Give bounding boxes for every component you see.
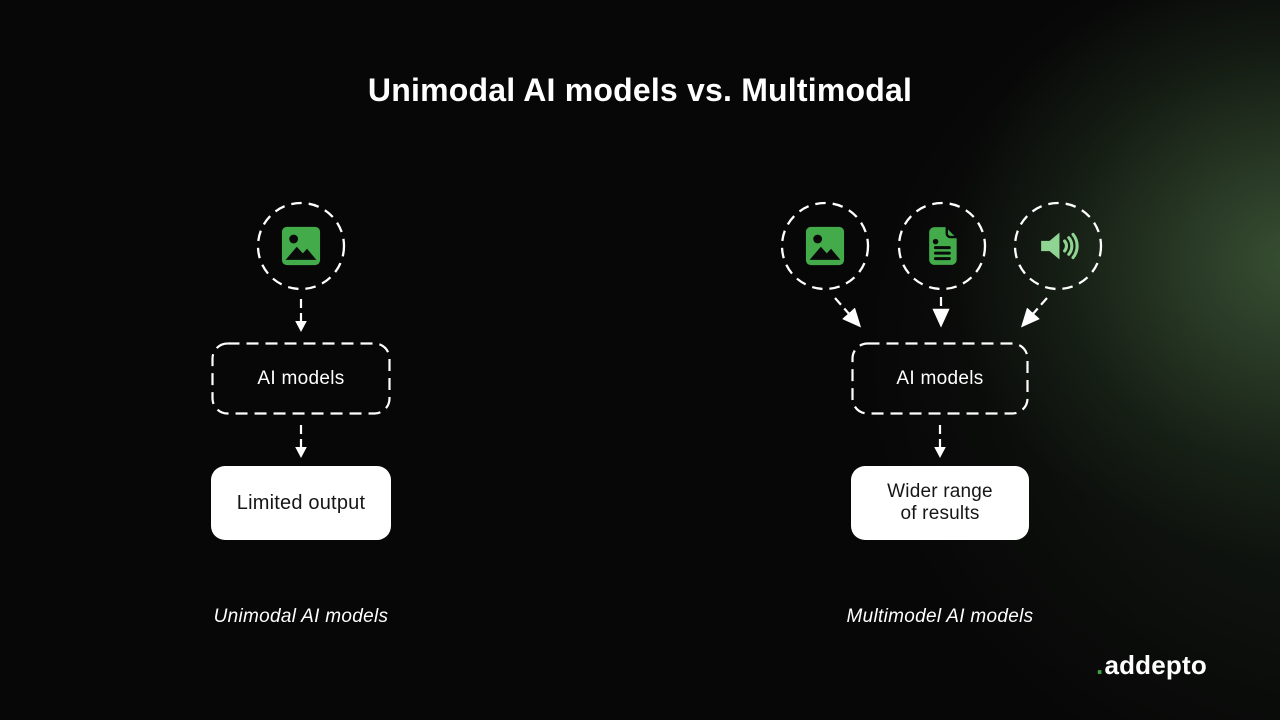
dashed-frame bbox=[211, 342, 391, 415]
input-circle bbox=[1013, 201, 1103, 291]
output-box: Wider range of results bbox=[851, 466, 1029, 540]
converging-arrows bbox=[834, 297, 1048, 328]
image-icon bbox=[281, 226, 321, 266]
ai-models-label: AI models bbox=[257, 367, 345, 389]
ai-models-box: AI models bbox=[211, 342, 391, 415]
page-title: Unimodal AI models vs. Multimodal bbox=[367, 72, 913, 108]
input-circle bbox=[256, 201, 346, 291]
ai-models-label: AI models bbox=[896, 367, 984, 389]
ai-models-box: AI models bbox=[851, 342, 1029, 415]
arrow-down-icon bbox=[934, 425, 946, 458]
addepto-logo: .addepto bbox=[1096, 650, 1207, 681]
document-icon bbox=[929, 225, 959, 265]
logo-dot-icon: . bbox=[1096, 650, 1104, 680]
image-icon bbox=[805, 226, 845, 266]
dashed-frame bbox=[851, 342, 1029, 415]
right-caption: Multimodel AI models bbox=[846, 606, 1034, 627]
logo-text: addepto bbox=[1104, 650, 1207, 680]
audio-icon bbox=[1041, 232, 1079, 260]
input-circle bbox=[897, 201, 987, 291]
arrow-down-icon bbox=[295, 425, 307, 458]
arrow-down-icon bbox=[295, 299, 307, 332]
output-box: Limited output bbox=[211, 466, 391, 540]
left-caption: Unimodal AI models bbox=[213, 606, 389, 627]
output-label: Limited output bbox=[236, 491, 366, 514]
output-label: Wider range of results bbox=[887, 481, 993, 524]
input-circle bbox=[780, 201, 870, 291]
